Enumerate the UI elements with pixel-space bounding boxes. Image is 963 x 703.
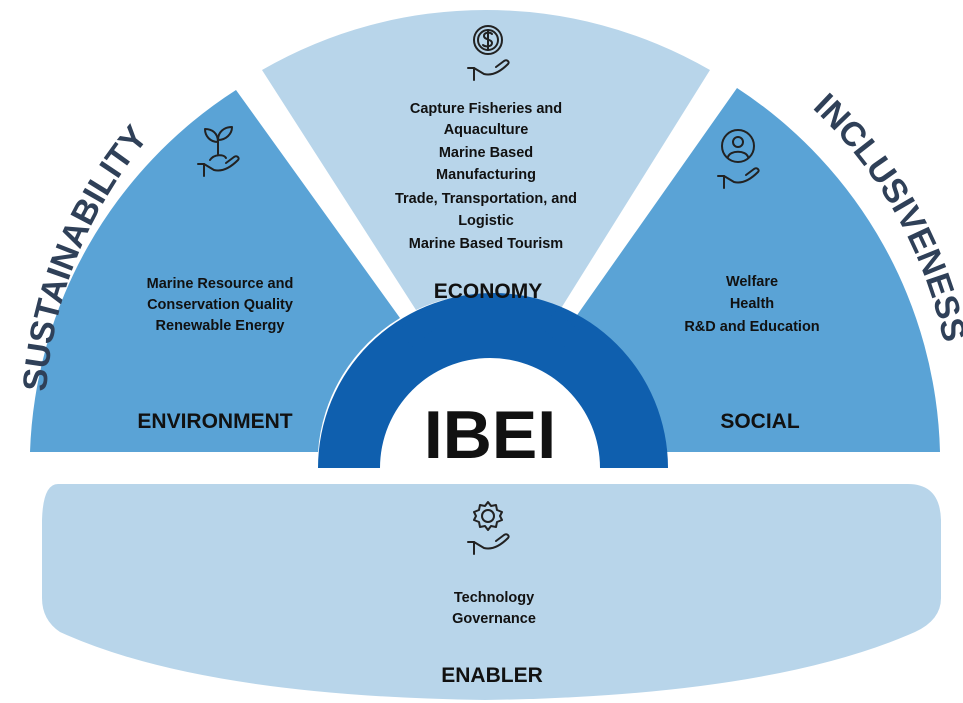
environment-sector (30, 90, 400, 452)
person-in-hand-icon (717, 129, 760, 189)
social-heading: SOCIAL (720, 410, 800, 433)
economy-items: Capture Fisheries and Aquaculture Marine… (395, 101, 577, 252)
environment-items: Marine Resource and Conservation Quality… (147, 276, 294, 334)
list-item: Welfare (726, 274, 778, 290)
list-item: Renewable Energy (156, 318, 285, 334)
environment-heading: ENVIRONMENT (137, 410, 292, 433)
social-items: Welfare Health R&D and Education (684, 274, 819, 335)
list-item: Capture Fisheries and (410, 101, 562, 117)
list-item: Aquaculture (444, 122, 529, 138)
list-item: Health (730, 296, 774, 312)
gear-in-hand-icon (467, 501, 510, 555)
list-item: Trade, Transportation, and (395, 191, 577, 207)
core-ring-tab-right (541, 311, 579, 347)
list-item: Marine Resource and (147, 276, 294, 292)
enabler-heading: ENABLER (441, 664, 543, 687)
economy-heading: ECONOMY (434, 280, 543, 303)
ibei-title: IBEI (424, 397, 556, 473)
list-item: R&D and Education (684, 319, 819, 335)
enabler-items: Technology Governance (452, 590, 536, 627)
economy-sector (262, 9, 710, 311)
plant-in-hand-icon (197, 126, 240, 177)
list-item: Conservation Quality (147, 297, 293, 313)
enabler-band (42, 484, 941, 700)
list-item: Technology (454, 590, 534, 606)
list-item: Manufacturing (436, 167, 536, 183)
social-sector (575, 88, 940, 452)
dollar-coin-in-hand-icon (467, 25, 510, 81)
list-item: Governance (452, 611, 536, 627)
core-ring-tab-left (398, 311, 436, 347)
list-item: Marine Based (439, 145, 533, 161)
list-item: Marine Based Tourism (409, 236, 563, 252)
list-item: Logistic (458, 213, 514, 229)
